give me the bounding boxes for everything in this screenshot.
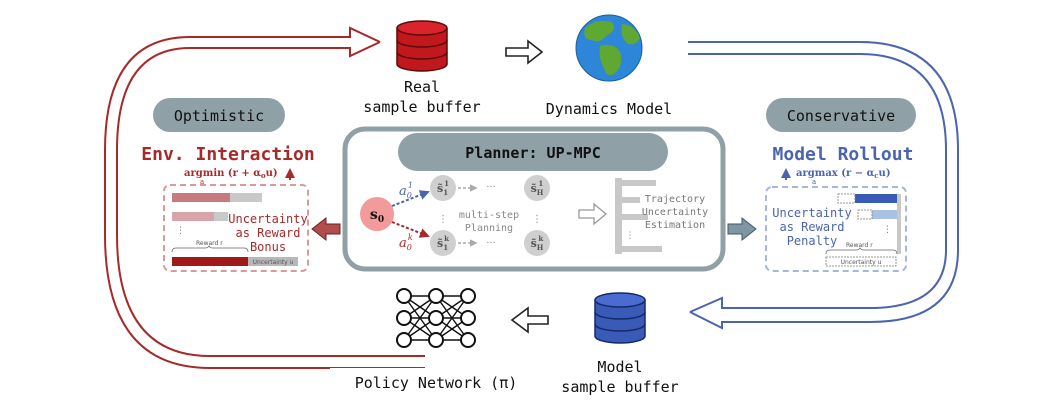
trajectory-bar-1 (622, 180, 656, 186)
to-bonus-arrow (311, 216, 341, 242)
argmax-formula: argmax (r − αcu) (796, 168, 891, 180)
action-ak-label: a0k (399, 233, 413, 252)
model-buffer-line1: Model (597, 358, 642, 376)
sH-vdots: ⋮ (532, 214, 542, 225)
penalty-bar-2 (872, 210, 897, 219)
bonus-text-line2: as Reward (235, 226, 300, 240)
argmax-subscript: a (812, 178, 816, 186)
trajectory-bar-2 (622, 197, 640, 203)
bonus-bar-2 (172, 212, 214, 221)
bonus-brace (171, 245, 249, 253)
argmin-formula: argmin (r + αou) (184, 168, 278, 180)
s1-k-label: s̃1k (437, 234, 449, 252)
s0-label: s0 (370, 207, 384, 225)
bonus-uncertainty-bar (248, 257, 298, 266)
trajectory-bar-4 (622, 246, 662, 252)
penalty-reward-label: Reward r (846, 242, 873, 249)
planner-vdots: ⋮ (438, 214, 448, 225)
bonus-reward-bar (172, 257, 248, 266)
trajectory-line2: Uncertainty (642, 207, 708, 218)
bonus-text-line1: Uncertainty (228, 212, 307, 226)
penalty-bar-1 (855, 194, 897, 203)
penalty-bar-2-cut (857, 209, 873, 220)
argmin-subscript: a (200, 178, 204, 186)
real-buffer-line1: Real (404, 78, 440, 96)
ak-arrow (391, 221, 430, 238)
trajectory-vdots: ⋮ (626, 231, 635, 241)
sH-k-label: s̃Hk (531, 234, 544, 252)
policy-network-label: Policy Network (π) (355, 374, 518, 392)
env-interaction-title: Env. Interaction (141, 144, 314, 165)
penalty-text-line2: as Reward (779, 220, 844, 234)
sH-1-node (524, 175, 550, 201)
trajectory-line1: Trajectory (645, 194, 705, 205)
red-loop-arrow (104, 26, 425, 369)
trajectory-line3: Estimation (645, 220, 705, 231)
bonus-bar-1 (172, 193, 230, 202)
real-buffer-line2: sample buffer (363, 98, 480, 116)
penalty-text-line3: Penalty (787, 234, 838, 248)
bonus-reward-label: Reward r (196, 240, 223, 247)
model-buffer-database-icon (594, 292, 646, 344)
bonus-text-line3: Bonus (250, 240, 286, 254)
penalty-brace (825, 247, 898, 255)
multistep-line1: multi-step (459, 210, 519, 221)
planner-title-pill (398, 133, 668, 171)
sH-1-label: s̃H1 (531, 179, 544, 197)
penalty-axis (897, 194, 901, 254)
conservative-pill (766, 98, 916, 132)
s1-1-node (430, 175, 456, 201)
optimistic-pill (153, 98, 285, 132)
real-buffer-label-box (330, 74, 500, 120)
trajectory-axis (615, 178, 622, 254)
penalty-uncertainty-label: Uncertainty u (841, 259, 882, 266)
s1-1-label: s̃11 (437, 179, 449, 197)
to-dynamics-arrow (505, 39, 544, 65)
sH-k-node (524, 230, 550, 256)
to-penalty-arrow (727, 216, 757, 242)
s1-k-node (430, 230, 456, 256)
dynamics-model-label: Dynamics Model (546, 100, 672, 118)
penalty-text-line1: Uncertainty (772, 206, 851, 220)
multistep-line2: Planning (465, 223, 513, 234)
bonus-uncertainty-label: Uncertainty u (253, 259, 294, 266)
optimistic-pill-label: Optimistic (174, 107, 264, 125)
globe-icon (575, 14, 643, 82)
model-buffer-line2: sample buffer (561, 378, 678, 396)
neural-network-nodes (396, 288, 476, 348)
top-dots: ··· (486, 182, 496, 193)
real-buffer-database-icon (396, 20, 448, 72)
penalty-uncertainty-bar (825, 256, 897, 267)
bonus-bar-1-rest (230, 193, 262, 202)
policy-label-box (330, 368, 550, 396)
conservative-pill-label: Conservative (787, 107, 895, 125)
bonus-bar-2-rest (214, 212, 228, 221)
to-policy-arrow (510, 306, 549, 334)
blue-loop-arrow (688, 41, 959, 330)
penalty-vdots: ⋮ (883, 225, 892, 235)
model-rollout-title: Model Rollout (773, 144, 914, 165)
penalty-bar-1-cut (837, 193, 856, 204)
bottom-dots: ··· (486, 238, 496, 249)
trajectory-bar-3 (622, 214, 648, 220)
bonus-vdots: ⋮ (176, 226, 185, 236)
reward-bonus-box (163, 184, 309, 272)
planner-title: Planner: UP-MPC (465, 144, 600, 162)
action-a1-label: a01 (399, 181, 413, 200)
s0-node (360, 197, 394, 231)
a1-arrow (391, 190, 430, 207)
to-trajectory-arrow (578, 202, 608, 226)
